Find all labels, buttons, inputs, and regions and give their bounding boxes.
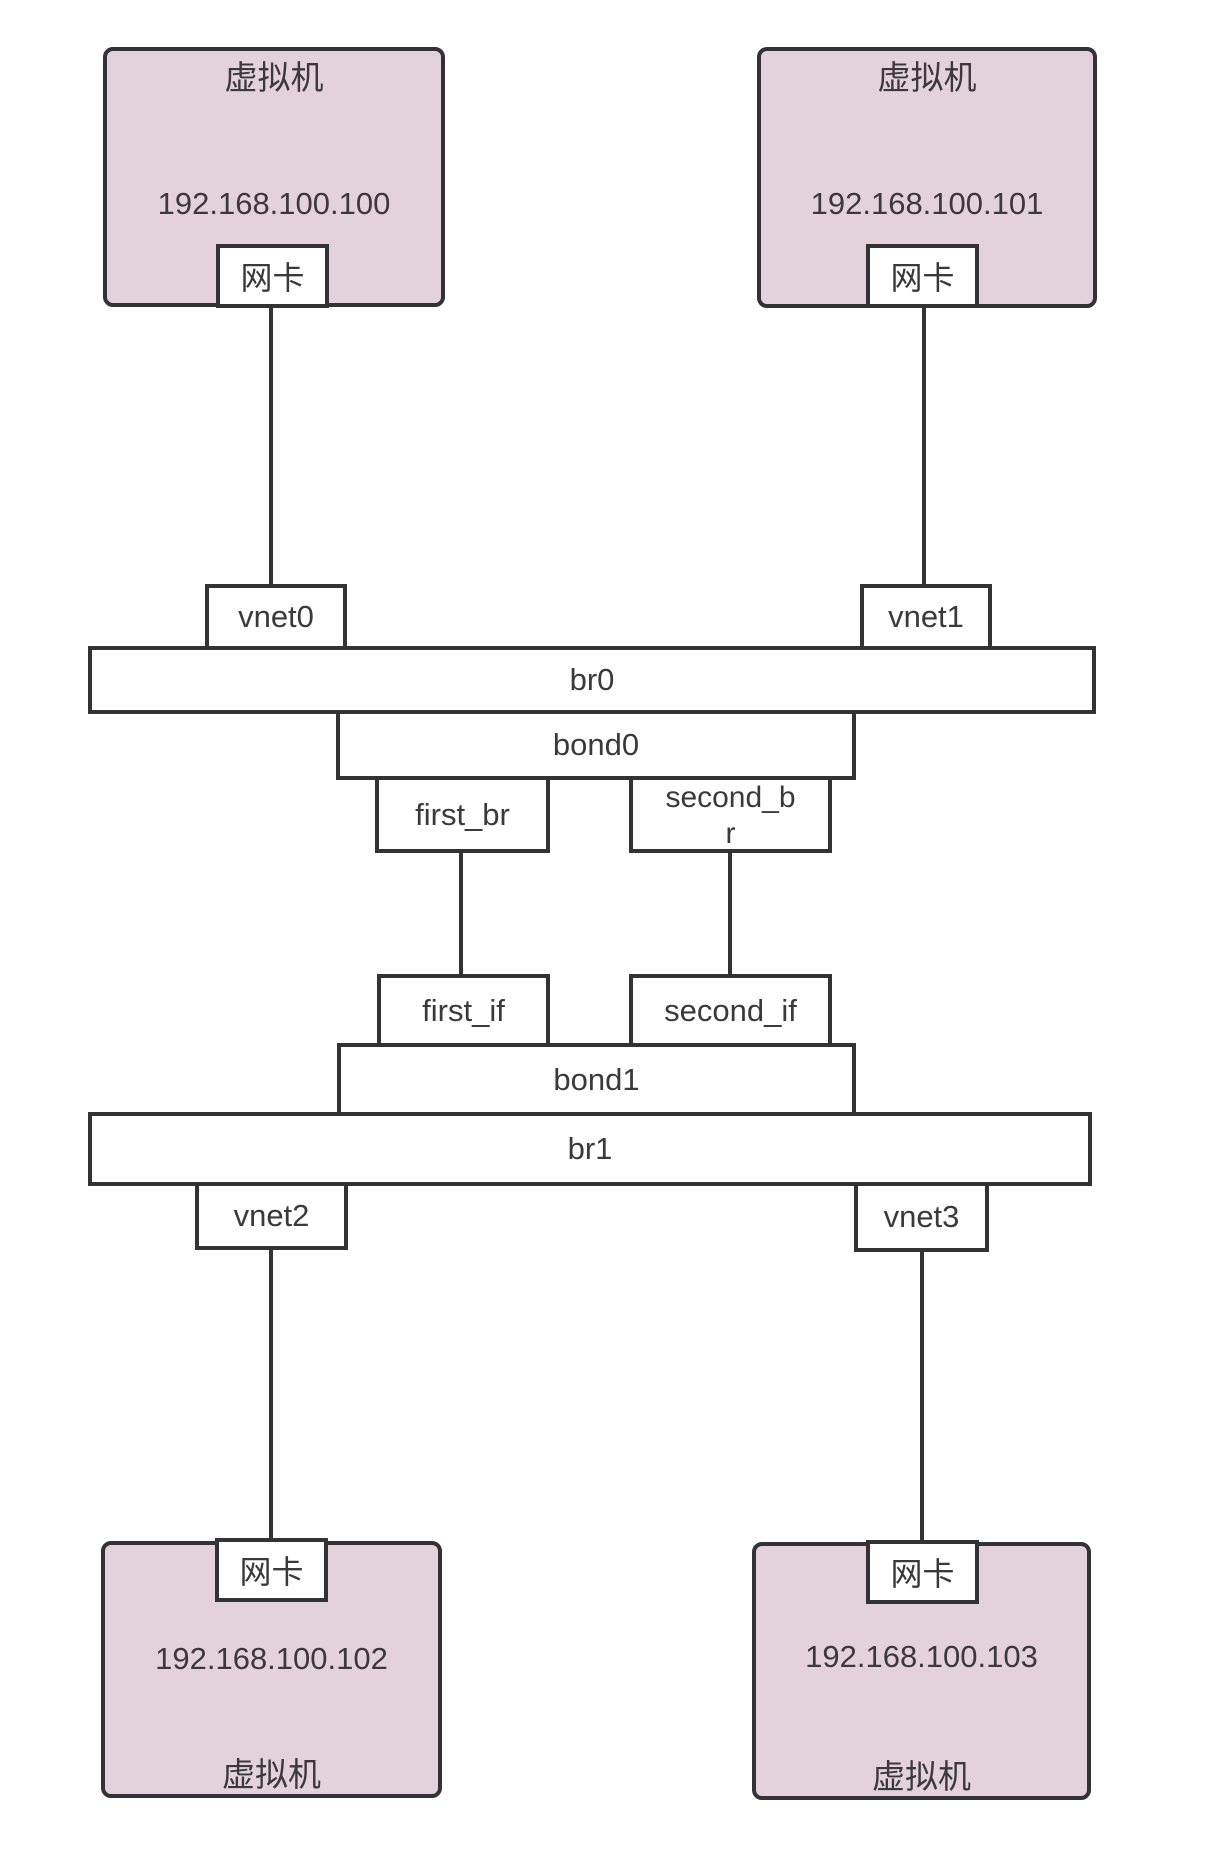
vm-nic-box: 网卡 xyxy=(215,1538,328,1602)
connector-topleft-nic-to-vnet0 xyxy=(269,306,273,584)
node-label: br0 xyxy=(569,662,615,697)
vm-ip-address: 192.168.100.103 xyxy=(805,1639,1038,1674)
vm-ip-address: 192.168.100.101 xyxy=(810,186,1044,221)
node-label: first_if xyxy=(422,992,505,1028)
vm-nic-label: 网卡 xyxy=(240,260,305,296)
node-vnet0: vnet0 xyxy=(205,584,347,650)
node-label: vnet0 xyxy=(238,599,314,634)
vm-nic-label: 网卡 xyxy=(890,260,955,296)
node-vnet1: vnet1 xyxy=(860,584,992,650)
vm-ip-address: 192.168.100.100 xyxy=(157,186,391,221)
vm-top-right: 虚拟机 192.168.100.101 网卡 xyxy=(757,47,1097,308)
node-vnet2: vnet2 xyxy=(195,1182,348,1250)
connector-vnet3-to-bottomright-nic xyxy=(920,1250,924,1546)
node-label: first_br xyxy=(415,796,510,832)
node-br1: br1 xyxy=(88,1112,1092,1186)
vm-bottom-left: 网卡 192.168.100.102 虚拟机 xyxy=(101,1538,442,1798)
vm-top-left: 虚拟机 192.168.100.100 网卡 xyxy=(103,47,445,308)
connector-firstbr-to-firstif xyxy=(459,849,463,977)
node-label: vnet2 xyxy=(233,1198,310,1233)
vm-title: 虚拟机 xyxy=(877,59,977,96)
vm-nic-box: 网卡 xyxy=(216,244,329,308)
node-label: br1 xyxy=(567,1131,613,1166)
vm-nic-box: 网卡 xyxy=(866,1540,979,1604)
vm-bottom-right: 网卡 192.168.100.103 虚拟机 xyxy=(752,1540,1091,1800)
vm-nic-label: 网卡 xyxy=(239,1554,304,1590)
connector-topright-nic-to-vnet1 xyxy=(922,306,926,584)
vm-nic-label: 网卡 xyxy=(890,1556,955,1592)
vm-title: 虚拟机 xyxy=(872,1758,971,1795)
node-label: vnet3 xyxy=(883,1199,960,1234)
node-label: second_if xyxy=(664,992,797,1028)
node-vnet3: vnet3 xyxy=(854,1182,989,1252)
node-bond0: bond0 xyxy=(336,710,856,780)
node-first-if: first_if xyxy=(377,974,550,1047)
connector-vnet2-to-bottomleft-nic xyxy=(269,1248,273,1544)
node-label: vnet1 xyxy=(888,599,964,634)
vm-nic-box: 网卡 xyxy=(866,244,979,308)
node-second-if: second_if xyxy=(629,974,832,1047)
vm-ip-address: 192.168.100.102 xyxy=(155,1641,388,1676)
node-second-br: second_br xyxy=(629,776,832,853)
vm-title: 虚拟机 xyxy=(222,1756,321,1793)
node-label: bond0 xyxy=(552,727,640,762)
node-label: second_br xyxy=(665,781,796,850)
node-first-br: first_br xyxy=(375,776,550,853)
node-br0: br0 xyxy=(88,646,1096,714)
node-label: bond1 xyxy=(553,1061,640,1097)
vm-title: 虚拟机 xyxy=(224,59,324,96)
connector-secondbr-to-secondif xyxy=(728,849,732,977)
node-bond1: bond1 xyxy=(337,1043,856,1116)
